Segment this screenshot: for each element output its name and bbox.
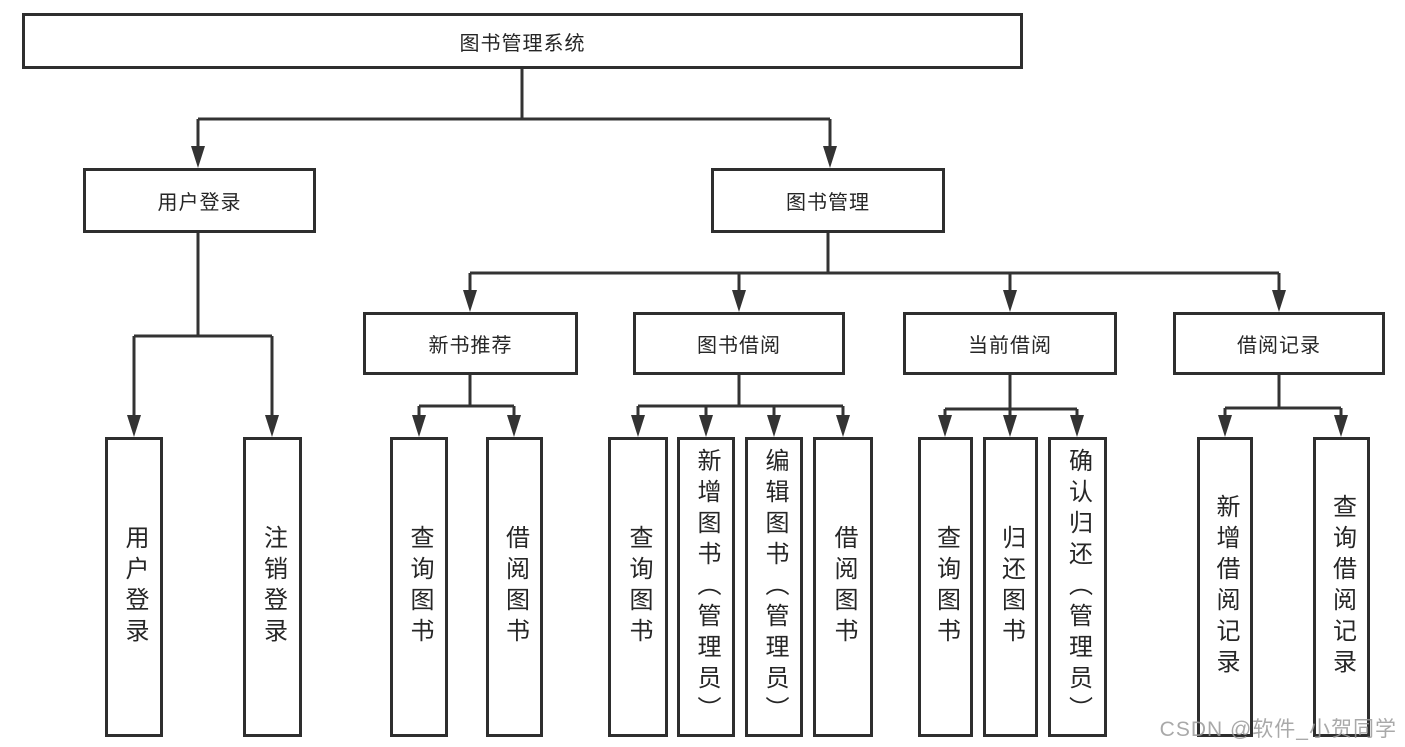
- node-label: 用户登录: [121, 525, 148, 649]
- node-current-return-books: 归还图书: [983, 437, 1038, 737]
- node-book-management: 图书管理: [711, 168, 945, 233]
- node-user-login: 用户登录: [83, 168, 316, 233]
- node-borrow-query-books: 查询图书: [608, 437, 668, 737]
- node-recommend-borrow-books: 借阅图书: [486, 437, 543, 737]
- node-logout-leaf: 注销登录: [243, 437, 302, 737]
- node-label: 查询借阅记录: [1328, 494, 1356, 680]
- node-records-add-record: 新增借阅记录: [1197, 437, 1253, 737]
- node-records-query-record: 查询借阅记录: [1313, 437, 1370, 737]
- node-label: 新增借阅记录: [1212, 494, 1239, 680]
- node-label: 注销登录: [259, 525, 287, 649]
- node-label: 归还图书: [997, 525, 1025, 649]
- node-label: 查询图书: [932, 525, 960, 649]
- csdn-watermark: CSDN @软件_小贺同学: [1159, 718, 1397, 741]
- node-label: 查询图书: [625, 525, 652, 649]
- node-current-borrow: 当前借阅: [903, 312, 1117, 375]
- node-label: 确认归还（管理员）: [1064, 447, 1092, 727]
- node-label: 查询图书: [406, 525, 433, 649]
- node-borrow-edit-books-admin: 编辑图书（管理员）: [745, 437, 803, 737]
- node-root: 图书管理系统: [22, 13, 1023, 69]
- node-book-borrow: 图书借阅: [633, 312, 845, 375]
- node-label: 借阅图书: [830, 525, 857, 649]
- node-label: 编辑图书（管理员）: [761, 447, 788, 727]
- node-label: 借阅图书: [501, 525, 529, 649]
- node-new-book-recommend: 新书推荐: [363, 312, 578, 375]
- node-user-login-leaf: 用户登录: [105, 437, 163, 737]
- node-label: 新增图书（管理员）: [693, 447, 720, 727]
- node-recommend-query-books: 查询图书: [390, 437, 448, 737]
- node-current-confirm-return-admin: 确认归还（管理员）: [1048, 437, 1107, 737]
- node-current-query-books: 查询图书: [918, 437, 973, 737]
- node-borrow-add-books-admin: 新增图书（管理员）: [677, 437, 735, 737]
- node-borrow-borrow-books: 借阅图书: [813, 437, 873, 737]
- node-borrow-records: 借阅记录: [1173, 312, 1385, 375]
